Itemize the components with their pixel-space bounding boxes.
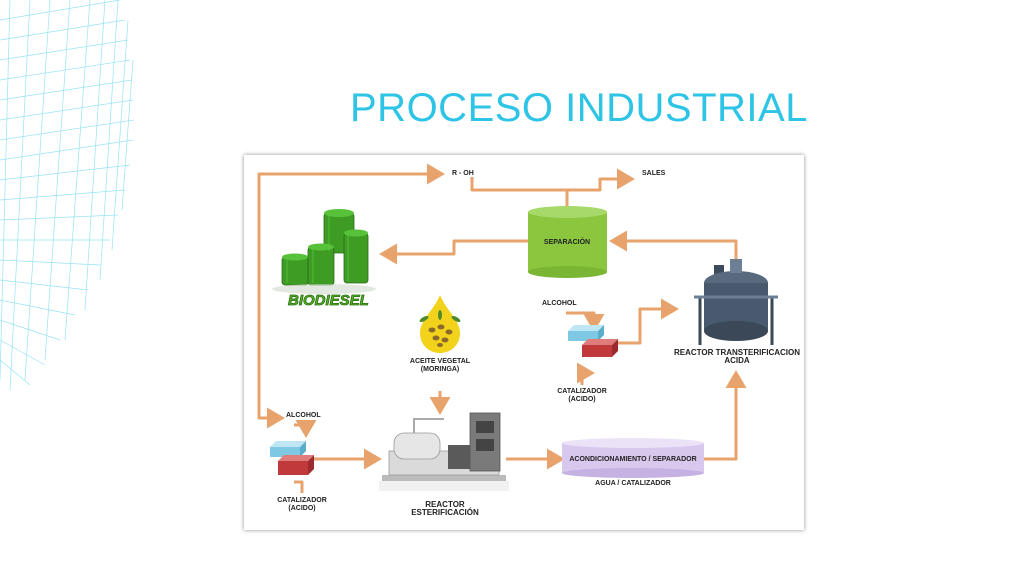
arrow-separator-to-reactor — [704, 370, 747, 461]
label-separacion: SEPARACIÓN — [543, 239, 591, 246]
arrow-block-to-reactor — [616, 298, 679, 345]
label-roh: R - OH — [452, 170, 474, 177]
label-catalizador-bottom: CATALIZADOR (ACIDO) — [274, 497, 330, 513]
label-reactor-trans-line1: REACTOR TRANSTERIFICACION — [673, 348, 801, 357]
label-reactor-est: REACTOR ESTERIFICACIÓN — [402, 501, 488, 517]
biodiesel-barrels — [272, 209, 376, 294]
label-aceite-line2: (MORINGA) — [420, 366, 460, 373]
arrow-sep-to-biodiesel — [379, 239, 528, 265]
label-aceite-vegetal: ACEITE VEGETAL (MORINGA) — [399, 358, 481, 374]
label-aceite-line1: ACEITE VEGETAL — [409, 358, 471, 365]
arrow-cat-bottom — [294, 480, 304, 493]
label-catalizador-bottom-line2: (ACIDO) — [288, 505, 316, 512]
arrow-cat-top — [577, 362, 595, 385]
label-catalizador-top-line1: CATALIZADOR — [557, 388, 607, 395]
diagram-graphics — [257, 163, 778, 493]
label-agua-catalizador: AGUA / CATALIZADOR — [595, 480, 671, 487]
oil-drop-icon — [419, 295, 461, 353]
label-catalizador-top-line2: (ACIDO) — [568, 396, 596, 403]
label-acondicionamiento: ACONDICIONAMIENTO / SEPARADOR — [569, 456, 697, 463]
reactor-transesterification — [694, 259, 778, 345]
label-biodiesel: BIODIESEL — [288, 292, 370, 310]
arrow-alcohol-bottom — [294, 420, 317, 438]
reactor-esterification — [379, 412, 509, 491]
label-reactor-est-line1: REACTOR — [425, 500, 465, 509]
arrow-reactor-to-sep — [609, 230, 738, 265]
arrow-alcohol-top — [566, 311, 605, 332]
label-reactor-est-line2: ESTERIFICACIÓN — [411, 508, 479, 517]
mix-block-top — [568, 325, 618, 357]
acondicionamiento-separator — [562, 438, 704, 478]
label-reactor-trans-line2: ACIDA — [724, 356, 750, 365]
separation-tank — [528, 206, 607, 278]
label-catalizador-top: CATALIZADOR (ACIDO) — [554, 388, 610, 404]
arrow-loop-roh — [257, 163, 445, 418]
slide-title: PROCESO INDUSTRIAL — [350, 86, 808, 130]
arrow-left-down — [257, 355, 285, 429]
arrow-sep-sales — [567, 168, 635, 192]
label-catalizador-bottom-line1: CATALIZADOR — [277, 497, 327, 504]
mix-block-bottom — [270, 441, 314, 475]
label-alcohol-bottom: ALCOHOL — [286, 412, 321, 419]
label-reactor-trans: REACTOR TRANSTERIFICACION ACIDA — [672, 349, 802, 365]
arrow-sep-up — [470, 177, 569, 212]
label-alcohol-top: ALCOHOL — [542, 300, 577, 307]
label-sales: SALES — [642, 170, 666, 177]
wireframe-decoration — [0, 0, 135, 391]
process-diagram: R - OH SALES SEPARACIÓN BIODIESEL ACEITE… — [244, 155, 804, 530]
